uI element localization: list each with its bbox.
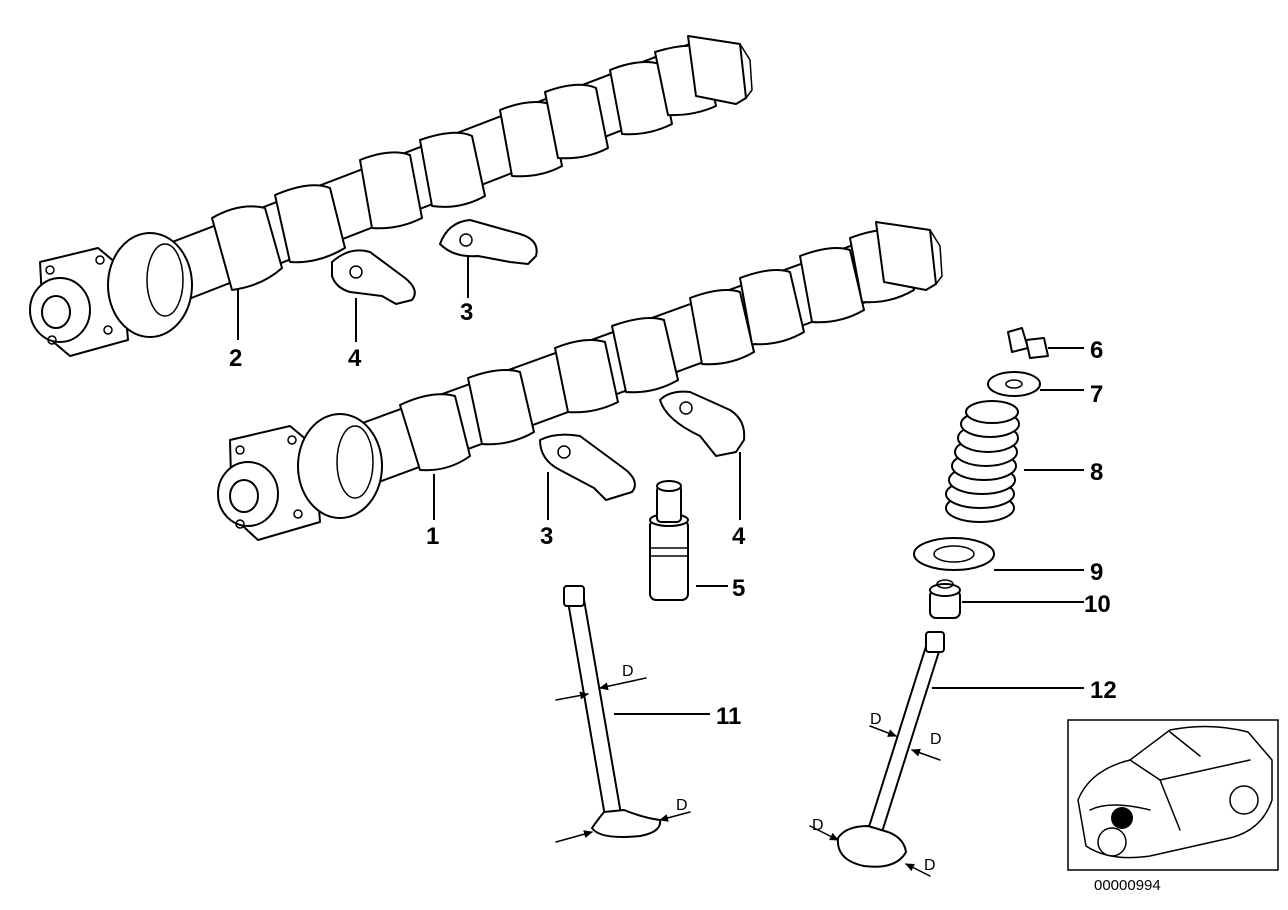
camshaft-upper	[29, 35, 753, 357]
callout-4: 4	[348, 345, 362, 372]
callout-11: 11	[716, 703, 741, 730]
callout-8: 8	[1090, 459, 1103, 486]
callout-12: 12	[1090, 677, 1117, 704]
callout-4: 4	[732, 523, 746, 550]
rocker-arm-lower-3	[539, 433, 636, 501]
rocker-arm-upper-4	[331, 249, 416, 305]
dimension-label: D	[676, 797, 688, 814]
car-locator-icon	[1067, 719, 1279, 871]
callout-10: 10	[1084, 591, 1111, 618]
leader-lines	[237, 256, 1084, 715]
callout-9: 9	[1090, 559, 1103, 586]
callout-5: 5	[732, 575, 745, 602]
spring-retainer	[987, 371, 1041, 397]
reference-number: 00000994	[1094, 877, 1161, 894]
callout-7: 7	[1090, 381, 1103, 408]
callout-3: 3	[460, 299, 473, 326]
dimension-label: D	[870, 711, 882, 728]
valve-spring	[945, 400, 1020, 523]
dimension-arrows	[555, 677, 941, 877]
camshaft-lower	[217, 221, 943, 541]
valve-keepers	[1007, 327, 1049, 359]
callout-1: 1	[426, 523, 439, 550]
rocker-arm-lower-4	[659, 390, 746, 457]
engine-location-dot-icon	[1111, 807, 1133, 829]
callout-2: 2	[229, 345, 242, 372]
hydraulic-lifter	[649, 480, 689, 601]
intake-valve	[836, 631, 945, 868]
callout-6: 6	[1090, 337, 1103, 364]
rocker-arm-upper-3	[439, 219, 538, 265]
dimension-label: D	[924, 857, 936, 874]
exhaust-valve	[563, 585, 662, 838]
dimension-label: D	[930, 731, 942, 748]
dimension-label: D	[812, 817, 824, 834]
spring-seat	[913, 537, 995, 571]
callout-3: 3	[540, 523, 553, 550]
valve-stem-seal	[929, 579, 961, 619]
dimension-label: D	[622, 663, 634, 680]
